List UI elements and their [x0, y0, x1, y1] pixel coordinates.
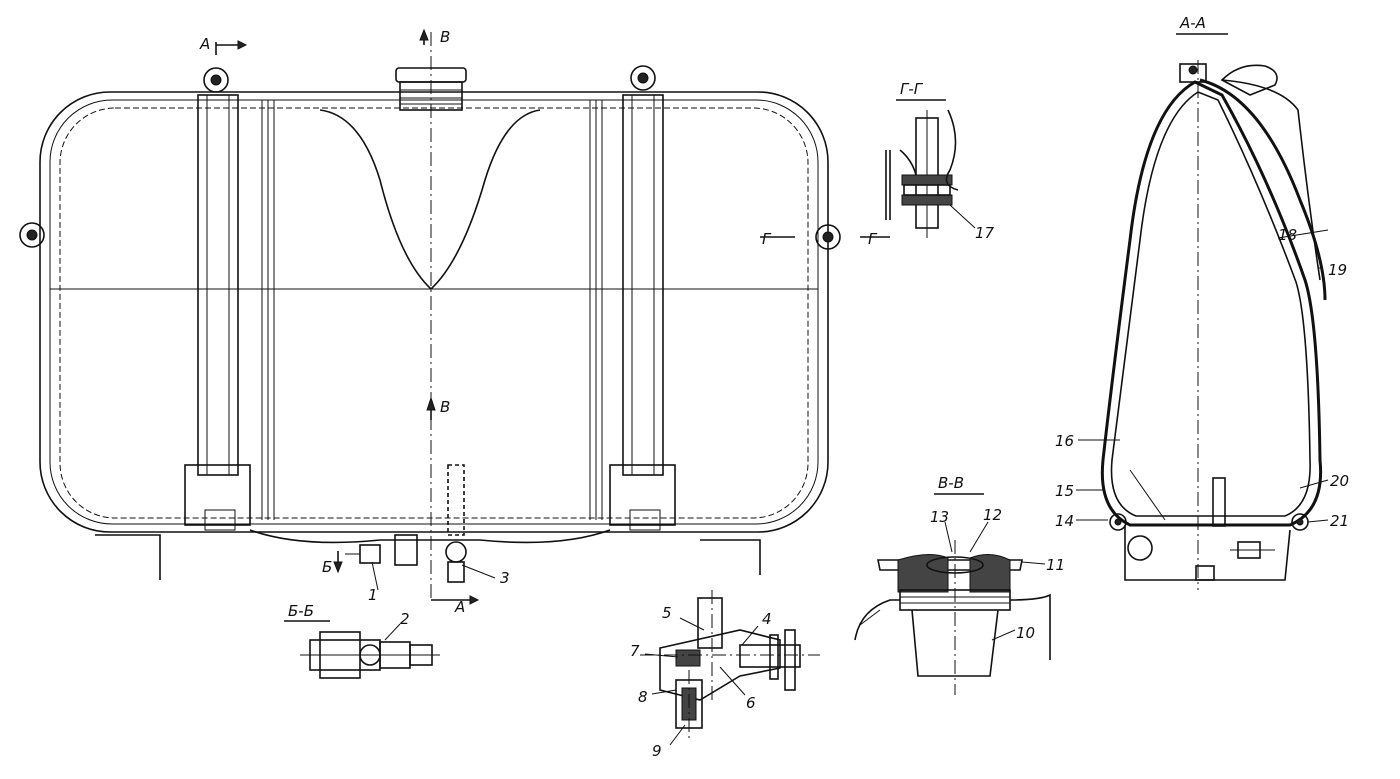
callout-9: 9 [652, 742, 662, 760]
right-side-bolt [815, 224, 841, 250]
callout-16: 16 [1055, 432, 1074, 450]
mark-g-left: Г [762, 230, 772, 248]
section-bb-title: Б-Б [288, 602, 314, 620]
ribs [261, 100, 603, 520]
tank-front-view [19, 28, 890, 605]
callout-12: 12 [983, 506, 1002, 524]
callout-4: 4 [762, 610, 772, 628]
callout-13: 13 [930, 508, 949, 526]
callout-6: 6 [746, 694, 756, 712]
mark-v-top: В [440, 28, 450, 46]
section-aa-title: А-А [1179, 14, 1206, 32]
drain-plug [345, 534, 418, 566]
section-bb-view: Б-Б 2 [284, 602, 440, 679]
mark-a-top: А [199, 35, 210, 53]
callout-18: 18 [1278, 226, 1297, 244]
callout-21: 21 [1330, 512, 1349, 530]
filler-neck [319, 67, 541, 291]
section-gg-title: Г-Г [900, 80, 924, 98]
callout-20: 20 [1330, 472, 1349, 490]
left-side-bolt [19, 222, 45, 248]
section-gg-view: Г-Г 17 [885, 80, 995, 242]
mark-b-left: Б [322, 558, 332, 576]
section-aa-view: А-А 16 18 18 19 15 14 [1055, 14, 1349, 590]
callout-17: 17 [975, 224, 995, 242]
section-vv-view: В-В 13 12 11 10 [854, 474, 1065, 695]
callout-19: 19 [1328, 261, 1347, 279]
callout-2: 2 [400, 610, 410, 628]
left-strap [184, 67, 251, 531]
callout-11: 11 [1046, 556, 1065, 574]
right-strap [609, 65, 676, 531]
tap-detail-view: 5 4 7 6 8 9 [630, 590, 820, 760]
callout-15: 15 [1055, 482, 1074, 500]
callout-7: 7 [630, 642, 640, 660]
mark-g-right: Г [868, 230, 878, 248]
callout-10: 10 [1016, 624, 1035, 642]
mark-v-mid: В [440, 398, 450, 416]
section-a-arrow-top [215, 42, 238, 55]
callout-14: 14 [1055, 512, 1074, 530]
mark-a-bottom: А [454, 598, 465, 616]
callout-8: 8 [638, 688, 648, 706]
drain-tap [445, 464, 467, 583]
callout-3: 3 [500, 569, 510, 587]
section-vv-title: В-В [938, 474, 964, 492]
callout-1: 1 [368, 586, 378, 604]
callout-5: 5 [662, 604, 672, 622]
